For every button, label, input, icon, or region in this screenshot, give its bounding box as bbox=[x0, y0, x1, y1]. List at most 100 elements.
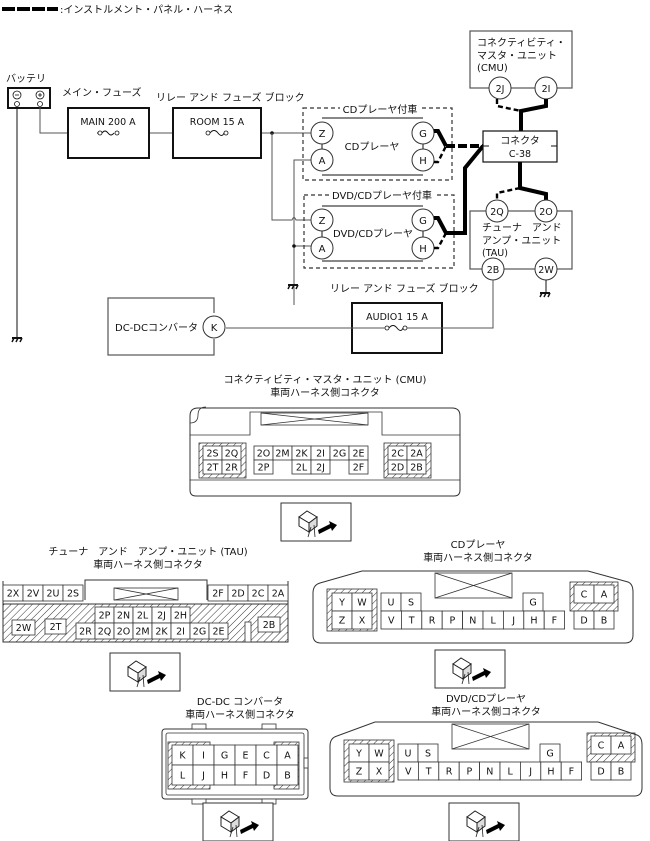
pin-label: 2B bbox=[410, 463, 423, 474]
svg-text:K: K bbox=[211, 323, 218, 334]
pin-label: 2E bbox=[212, 627, 224, 638]
dvd-group-caption: DVD/CDプレーヤ付車 bbox=[332, 189, 432, 202]
svg-text:コネクタ: コネクタ bbox=[500, 135, 540, 147]
cd-pin-h bbox=[411, 148, 435, 172]
pin-cell bbox=[351, 610, 373, 630]
tau-connector-subtitle: 車両ハーネス側コネクタ bbox=[93, 558, 203, 571]
pin-label: N bbox=[486, 767, 493, 778]
pin-label: 2L bbox=[137, 611, 149, 622]
connector-view-icon bbox=[109, 652, 181, 692]
pin-cell bbox=[543, 610, 566, 630]
cd-pin-z bbox=[310, 121, 334, 145]
svg-text:2O: 2O bbox=[539, 207, 553, 218]
pin-cell bbox=[44, 618, 67, 635]
audio-fuse-caption: リレー アンド フューズ ブロック bbox=[330, 282, 479, 295]
svg-text:A: A bbox=[319, 244, 326, 255]
pin-label: 2J bbox=[316, 463, 325, 474]
fuse-icon bbox=[101, 130, 115, 136]
svg-text:(CMU): (CMU) bbox=[477, 63, 508, 74]
dcdc-connector-subtitle: 車両ハーネス側コネクタ bbox=[185, 708, 295, 721]
svg-text:2Q: 2Q bbox=[490, 207, 504, 218]
pin-label: C bbox=[598, 741, 605, 752]
tau-pin-2q bbox=[485, 199, 509, 223]
cd-group-caption: CDプレーヤ付車 bbox=[343, 103, 418, 116]
dvd-connector-subtitle: 車両ハーネス側コネクタ bbox=[431, 705, 541, 718]
pin-label: I bbox=[202, 751, 205, 762]
pin-label: Y bbox=[338, 598, 345, 609]
pin-label: F bbox=[243, 771, 248, 782]
pin-label: 2Q bbox=[225, 449, 239, 460]
pin-label: W bbox=[374, 749, 384, 760]
pin-label: Z bbox=[356, 767, 363, 778]
pin-label: 2S bbox=[67, 589, 79, 600]
svg-text:Z: Z bbox=[319, 129, 326, 140]
svg-text:2W: 2W bbox=[538, 265, 554, 276]
fuse-icon bbox=[388, 325, 404, 331]
pin-label: A bbox=[618, 741, 625, 752]
cmu-connector-title: コネクティビティ・マスタ・ユニット (CMU) bbox=[224, 374, 427, 386]
pin-label: 2G bbox=[333, 449, 346, 460]
pin-label: V bbox=[388, 616, 395, 627]
room-fuse-box bbox=[172, 107, 262, 159]
svg-text:DC-DCコンバータ: DC-DCコンバータ bbox=[115, 322, 198, 334]
dcdc-pin-k bbox=[202, 315, 226, 339]
pin-cell bbox=[348, 459, 369, 475]
pin-label: C bbox=[263, 751, 270, 762]
pin-label: F bbox=[552, 616, 557, 627]
pin-label: T bbox=[425, 767, 432, 778]
pin-label: 2R bbox=[225, 463, 238, 474]
pin-label: G bbox=[529, 598, 536, 609]
pin-label: Y bbox=[355, 749, 362, 760]
pin-label: K bbox=[179, 751, 186, 762]
pin-label: 2U bbox=[47, 589, 60, 600]
fuse-icon bbox=[209, 130, 225, 136]
pin-label: 2O bbox=[257, 449, 271, 460]
pin-label: J bbox=[201, 771, 205, 782]
main-fuse-caption: メイン・フューズ bbox=[62, 86, 142, 99]
pin-label: 2P bbox=[258, 463, 270, 474]
pin-label: L bbox=[508, 767, 514, 778]
pin-label: 2L bbox=[296, 463, 308, 474]
pin-label: G bbox=[546, 749, 553, 760]
pin-label: 2A bbox=[410, 449, 423, 460]
pin-label: 2N bbox=[117, 611, 130, 622]
pin-label: L bbox=[491, 616, 497, 627]
cmu-connector-subtitle: 車両ハーネス側コネクタ bbox=[270, 386, 380, 399]
svg-text:G: G bbox=[419, 216, 427, 227]
svg-text:2B: 2B bbox=[487, 265, 500, 276]
pin-cell bbox=[11, 619, 36, 636]
pin-cell bbox=[221, 459, 242, 475]
connector-view-icon bbox=[448, 802, 520, 841]
pin-label: 2G bbox=[193, 627, 206, 638]
pin-label: L bbox=[180, 771, 186, 782]
pin-cell bbox=[62, 584, 84, 602]
key-marker bbox=[434, 572, 513, 599]
pin-cell bbox=[593, 584, 615, 604]
pin-label: J bbox=[528, 767, 532, 778]
pin-label: A bbox=[284, 751, 291, 762]
pin-label: S bbox=[408, 598, 414, 609]
cd-player-label: CDプレーヤ bbox=[345, 141, 400, 153]
pin-label: 2Q bbox=[98, 627, 112, 638]
pin-label: 2P bbox=[99, 611, 111, 622]
pin-label: W bbox=[357, 598, 367, 609]
pin-label: 2T bbox=[50, 622, 62, 633]
dvd-pin-a bbox=[310, 236, 334, 260]
pin-label: 2J bbox=[157, 611, 166, 622]
pin-label: S bbox=[425, 749, 431, 760]
ground-icon bbox=[539, 292, 551, 298]
dvd-pin-z bbox=[310, 208, 334, 232]
pin-label: D bbox=[580, 616, 587, 627]
pin-label: 2T bbox=[207, 463, 219, 474]
svg-text:2I: 2I bbox=[542, 84, 551, 95]
connector-view-icon bbox=[202, 802, 274, 841]
pin-label: U bbox=[405, 749, 412, 760]
pin-label: 2F bbox=[212, 589, 224, 600]
cmu-pin-2j bbox=[488, 76, 512, 100]
cd-player-group: CDプレーヤ付車 Z A G H CDプレーヤ bbox=[302, 103, 453, 181]
pin-cell bbox=[267, 584, 289, 602]
pin-cell bbox=[406, 459, 427, 475]
pin-label: Z bbox=[339, 616, 346, 627]
